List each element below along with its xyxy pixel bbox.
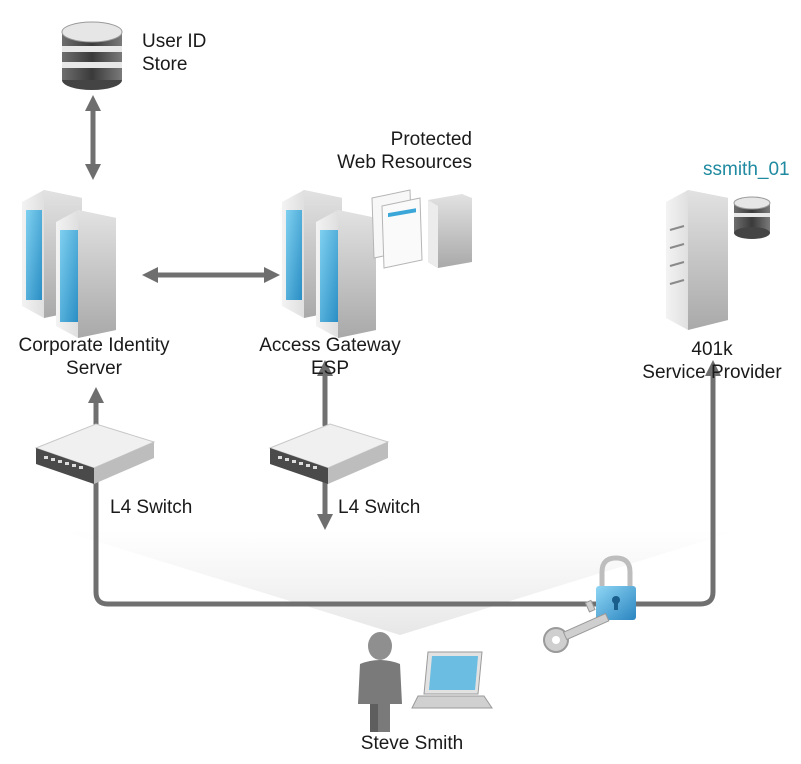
server-cluster-icon [282, 190, 376, 338]
database-icon [61, 21, 123, 90]
service-provider-label: 401k Service Provider [642, 338, 781, 384]
server-cluster-icon [22, 190, 116, 338]
server-icon [666, 190, 728, 330]
user-id-store-label: User ID Store [142, 30, 206, 76]
access-gateway-line-2: ESP [310, 358, 350, 379]
right-switch-label: L4 Switch [338, 497, 421, 518]
person-icon [358, 632, 402, 732]
left-switch-label: L4 Switch [110, 497, 193, 518]
service-provider-line-1: 401k [691, 339, 733, 360]
floor-shadow [60, 530, 740, 635]
user-name-label: Steve Smith [360, 733, 464, 754]
protected-resources-label: Protected Web Resources [320, 128, 472, 174]
network-switch-icon [34, 423, 156, 484]
protected-resources-line-2: Web Resources [337, 152, 472, 173]
laptop-icon [411, 651, 493, 709]
access-gateway-line-1: Access Gateway [259, 335, 401, 356]
username-label: ssmith_01 [703, 159, 790, 180]
user-id-store-line-1: User ID [142, 31, 207, 52]
identity-server-line-2: Server [66, 358, 122, 379]
database-icon [733, 196, 771, 239]
user-id-store-line-2: Store [142, 54, 188, 75]
padlock-icon [596, 555, 636, 620]
identity-server-label: Corporate Identity Server [18, 334, 169, 380]
key-icon [543, 599, 610, 653]
service-provider-line-2: Service Provider [642, 362, 782, 383]
network-switch-icon [268, 423, 390, 484]
protected-resources-line-1: Protected [390, 129, 472, 150]
web-page-stack-icon [371, 189, 472, 269]
connection-lines [84, 94, 722, 607]
user-path [93, 359, 722, 607]
identity-server-line-1: Corporate Identity [18, 335, 170, 356]
access-gateway-label: Access Gateway ESP [259, 334, 401, 380]
